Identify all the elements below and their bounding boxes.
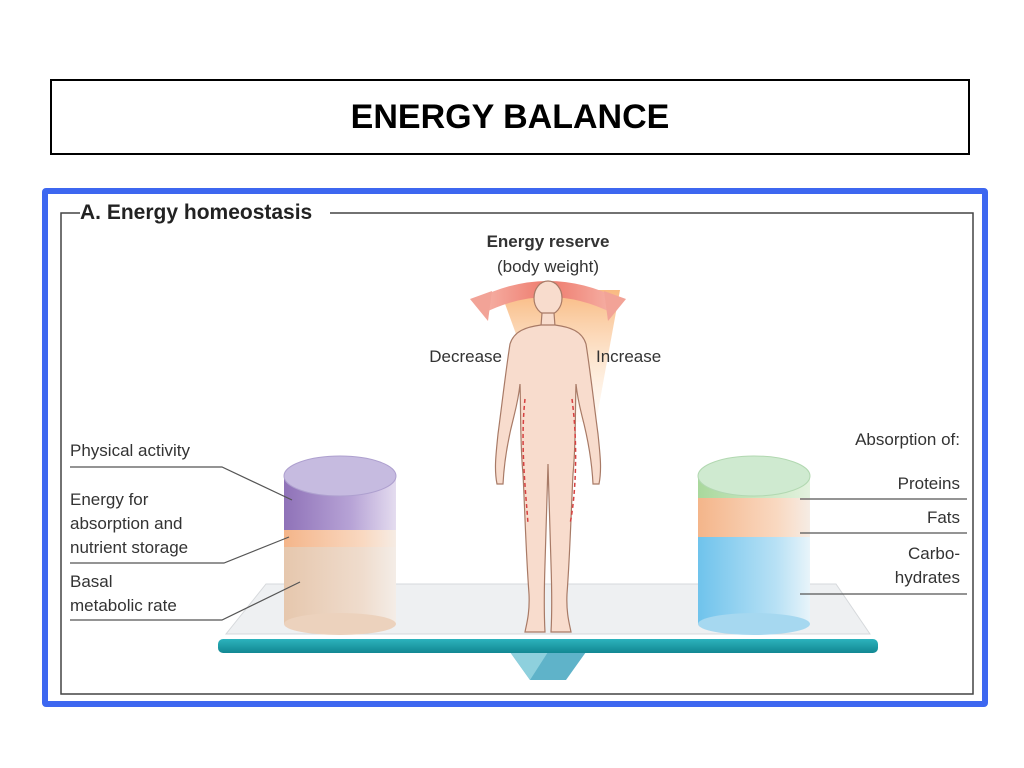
human-figure <box>494 280 602 633</box>
label-hydrates: hydrates <box>895 568 960 587</box>
label-absorption-and: absorption and <box>70 514 182 533</box>
label-proteins: Proteins <box>898 474 960 493</box>
absorption-energy-segment <box>284 529 396 547</box>
label-basal: Basal <box>70 572 113 591</box>
label-nutrient-storage: nutrient storage <box>70 538 188 557</box>
figure-frame: A. Energy homeostasis Energy reserve (bo… <box>42 188 988 707</box>
label-metabolic-rate: metabolic rate <box>70 596 177 615</box>
label-energy-for: Energy for <box>70 490 149 509</box>
fulcrum-highlight <box>510 652 548 680</box>
weight-gain-contour-right <box>569 398 577 525</box>
carbohydrates-segment <box>698 536 810 624</box>
arrow-head-right <box>604 291 626 321</box>
leader-absorption-energy <box>70 536 290 564</box>
fats-segment <box>698 497 810 537</box>
title-box: ENERGY BALANCE <box>50 79 970 155</box>
cylinder-top <box>697 455 811 497</box>
reserve-subtitle: (body weight) <box>497 257 599 276</box>
intake-cylinder <box>697 455 811 635</box>
expenditure-cylinder <box>283 455 397 635</box>
label-carbo: Carbo- <box>908 544 960 563</box>
label-fats: Fats <box>927 508 960 527</box>
cylinder-bottom <box>698 613 810 635</box>
arrow-head-left <box>470 291 492 321</box>
cylinder-bottom <box>284 613 396 635</box>
increase-label: Increase <box>596 347 661 366</box>
body-outline <box>494 324 602 633</box>
cylinder-top <box>283 455 397 497</box>
leader-basal-metabolic <box>70 581 301 621</box>
leader-physical-activity <box>70 466 293 501</box>
balance-beam <box>218 639 878 653</box>
weight-gain-contour-left <box>522 398 529 525</box>
slide-title: ENERGY BALANCE <box>350 97 670 136</box>
panel-frame <box>60 212 974 695</box>
panel-title: A. Energy homeostasis <box>80 201 312 224</box>
reserve-title: Energy reserve <box>487 232 610 251</box>
basal-metabolic-segment <box>284 544 396 624</box>
head <box>533 280 563 316</box>
label-physical-activity: Physical activity <box>70 441 190 460</box>
energy-homeostasis-diagram: A. Energy homeostasis Energy reserve (bo… <box>60 201 974 695</box>
label-absorption-of: Absorption of: <box>855 430 960 449</box>
decrease-label: Decrease <box>429 347 502 366</box>
neck <box>540 312 556 327</box>
